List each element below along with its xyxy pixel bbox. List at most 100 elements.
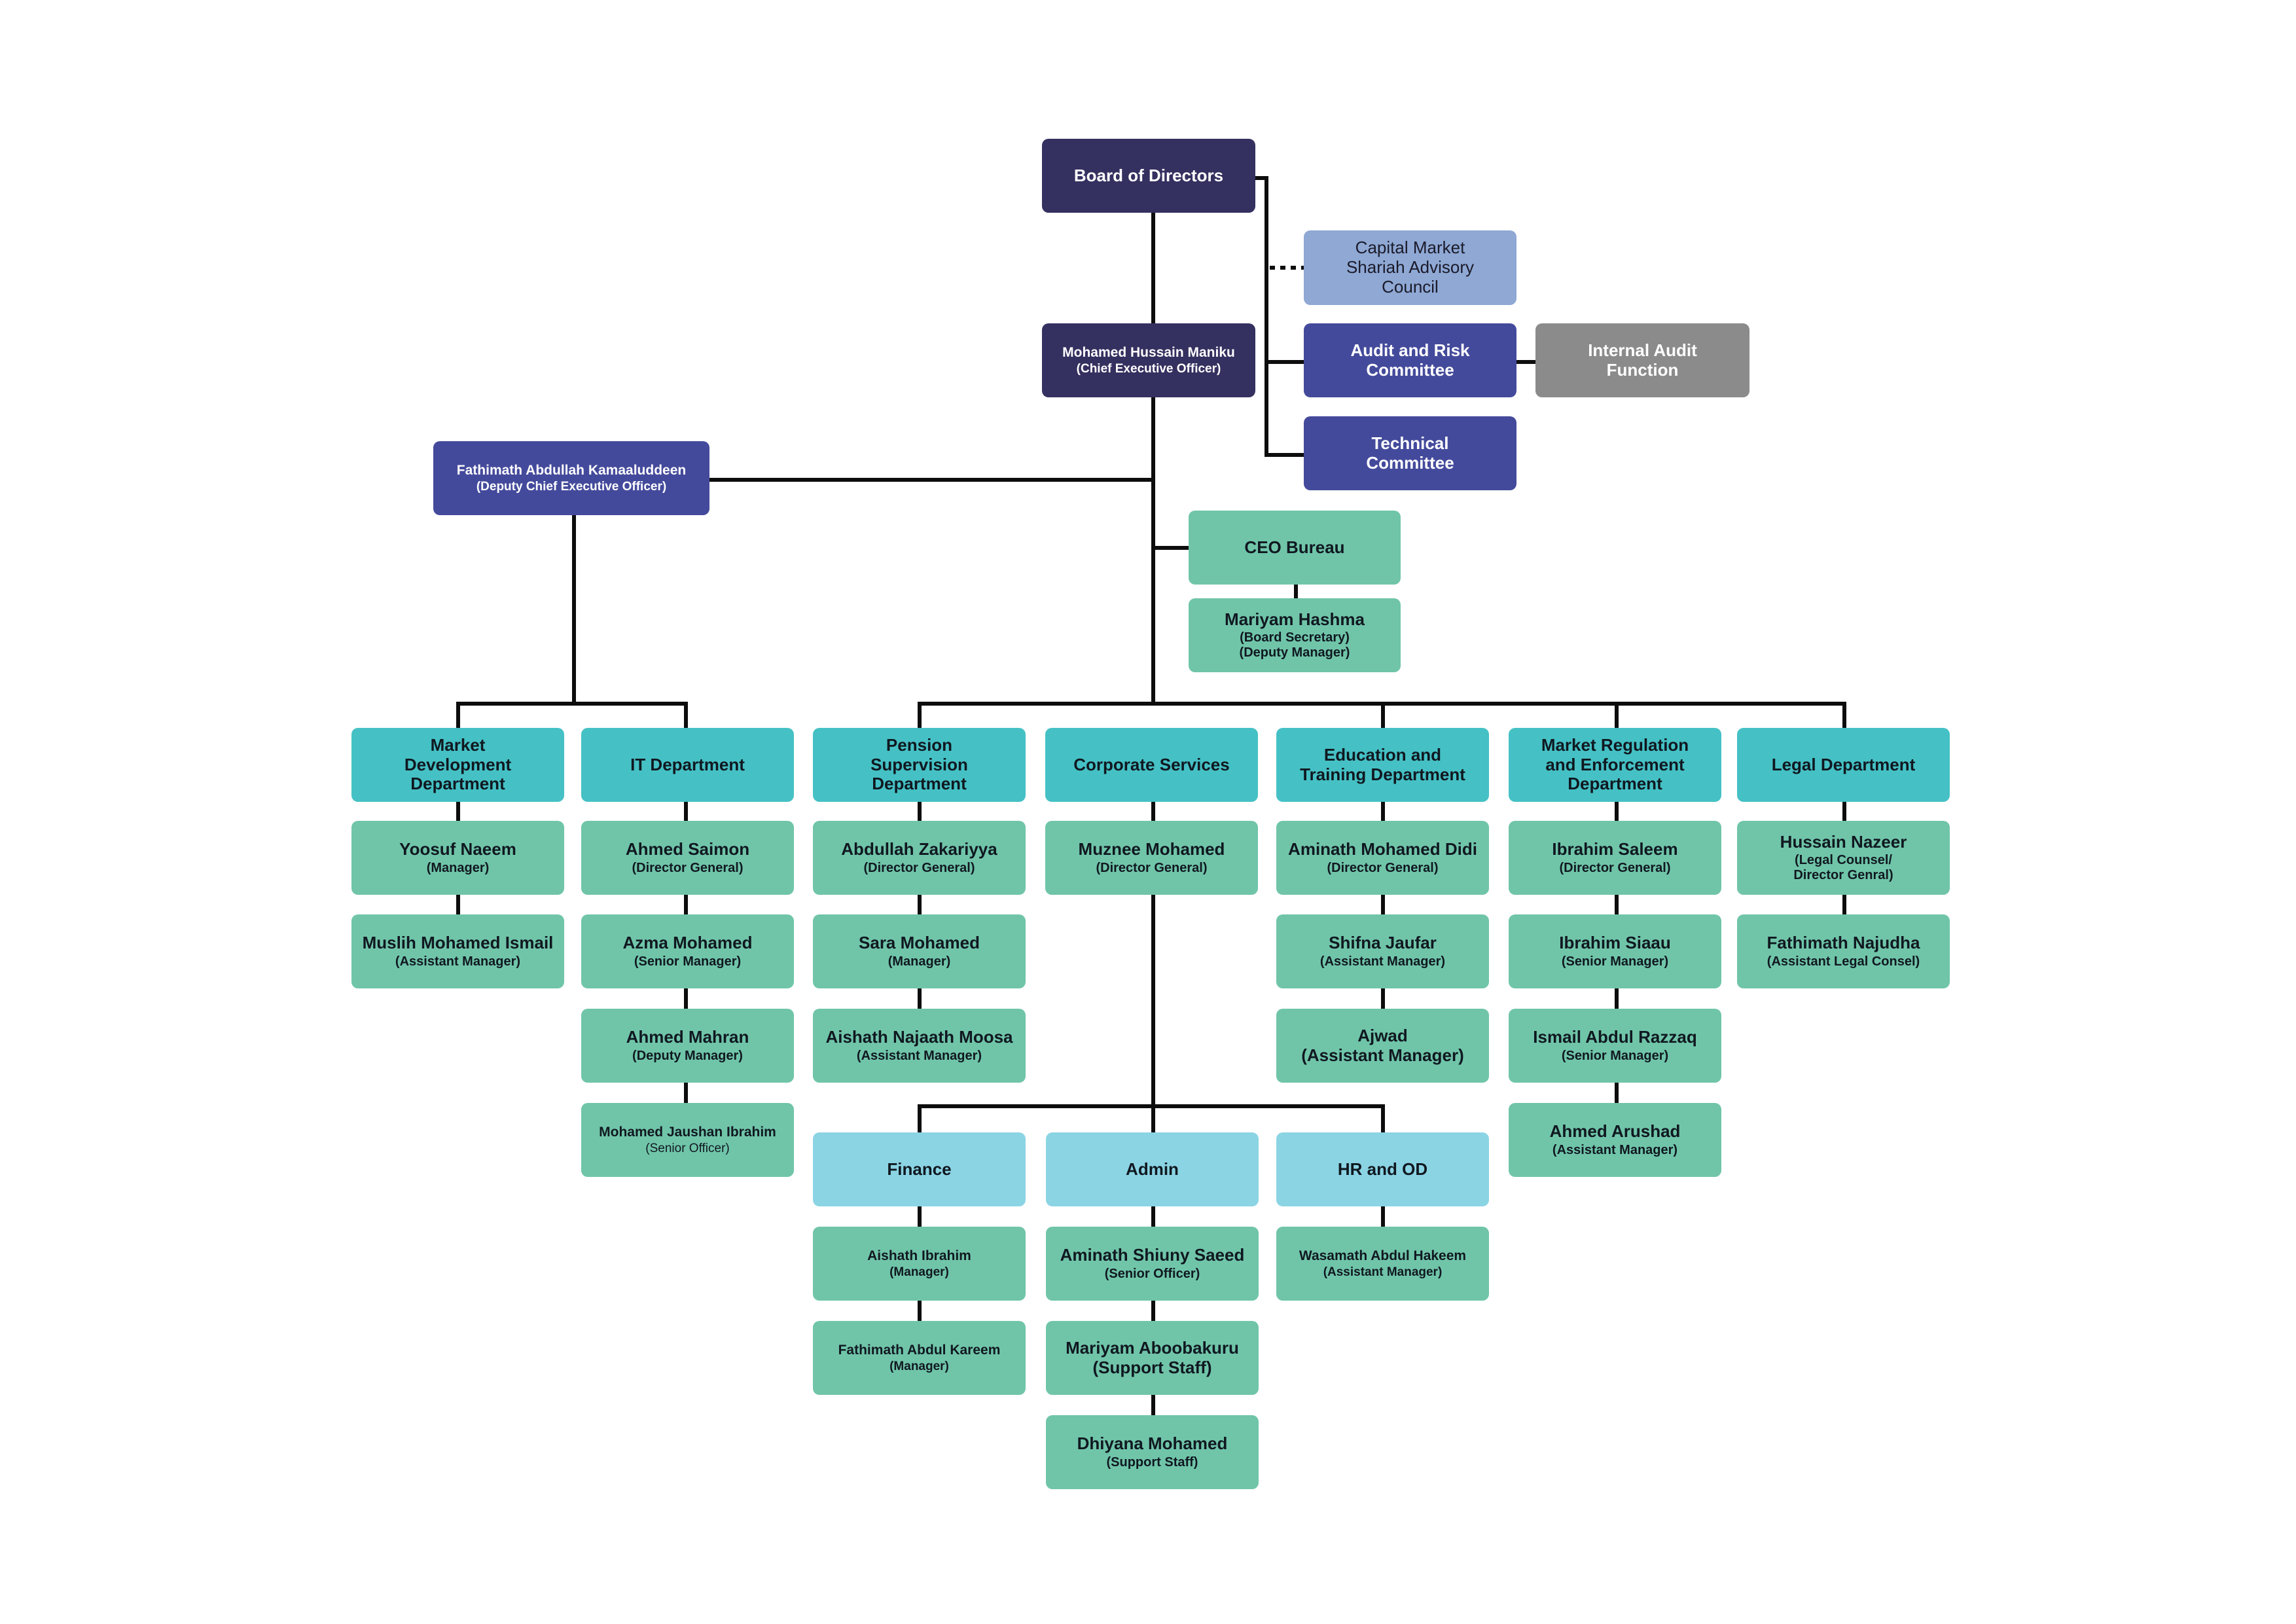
deputy-ceo-name: Fathimath Abdullah Kamaaluddeen [456, 462, 687, 478]
staff-name: Ibrahim Saleem [1552, 839, 1678, 859]
department-title: Education and Training Department [1300, 744, 1465, 784]
staff-role: (Manager) [426, 860, 490, 875]
staff-name: Ahmed Mahran [626, 1027, 749, 1047]
staff-name: Fathimath Abdul Kareem [838, 1342, 1001, 1358]
staff-role: (Senior Officer) [1104, 1266, 1200, 1281]
internal-audit-node: Internal Audit Function [1535, 323, 1749, 397]
staff-role: (Deputy Manager) [632, 1048, 743, 1063]
staff-card: Ahmed Arushad (Assistant Manager) [1509, 1103, 1721, 1177]
staff-card: Ahmed Mahran (Deputy Manager) [581, 1009, 794, 1083]
staff-role: (Assistant Manager) [856, 1048, 982, 1063]
staff-role: (Assistant Manager) [1552, 1142, 1678, 1157]
staff-card: Ajwad (Assistant Manager) [1276, 1009, 1489, 1083]
staff-role: (Assistant Legal Consel) [1767, 954, 1920, 969]
staff-card: Ibrahim Saleem (Director General) [1509, 821, 1721, 895]
technical-title: Technical Committee [1366, 433, 1454, 473]
department-it: IT Department [581, 728, 794, 802]
technical-committee-node: Technical Committee [1304, 416, 1516, 490]
staff-role: (Director General) [1096, 860, 1208, 875]
unit-finance: Finance [813, 1132, 1026, 1206]
staff-role: (Director General) [1559, 860, 1671, 875]
staff-card: Fathimath Abdul Kareem (Manager) [813, 1321, 1026, 1395]
audit-risk-title: Audit and Risk Committee [1350, 340, 1470, 380]
staff-role: (Assistant Manager) [1323, 1265, 1443, 1279]
ceo-bureau-staff-name: Mariyam Hashma [1225, 609, 1365, 629]
staff-role: (Director General) [863, 860, 975, 875]
ceo-bureau-staff-node: Mariyam Hashma (Board Secretary) (Deputy… [1189, 598, 1401, 672]
staff-card: Wasamath Abdul Hakeem (Assistant Manager… [1276, 1227, 1489, 1301]
board-of-directors-node: Board of Directors [1042, 139, 1255, 213]
staff-card: Aminath Mohamed Didi (Director General) [1276, 821, 1489, 895]
department-title: Market Development Department [404, 734, 512, 794]
staff-role: (Support Staff) [1092, 1357, 1212, 1377]
staff-name: Dhiyana Mohamed [1077, 1434, 1228, 1454]
staff-role: (Senior Manager) [634, 954, 742, 969]
staff-name: Yoosuf Naeem [399, 839, 516, 859]
shariah-council-node: Capital Market Shariah Advisory Council [1304, 230, 1516, 305]
staff-role: (Support Staff) [1106, 1454, 1198, 1470]
staff-card: Ibrahim Siaau (Senior Manager) [1509, 914, 1721, 988]
staff-name: Shifna Jaufar [1329, 933, 1437, 953]
department-pension-supervision: Pension Supervision Department [813, 728, 1026, 802]
staff-name: Mariyam Aboobakuru [1066, 1337, 1239, 1358]
deputy-ceo-node: Fathimath Abdullah Kamaaluddeen (Deputy … [433, 441, 709, 515]
staff-name: Aishath Najaath Moosa [825, 1027, 1013, 1047]
ceo-node: Mohamed Hussain Maniku (Chief Executive … [1042, 323, 1255, 397]
staff-role: (Assistant Manager) [1319, 954, 1446, 969]
staff-name: Sara Mohamed [859, 933, 980, 953]
unit-title: Finance [887, 1159, 952, 1179]
staff-card: Ismail Abdul Razzaq (Senior Manager) [1509, 1009, 1721, 1083]
staff-card: Shifna Jaufar (Assistant Manager) [1276, 914, 1489, 988]
staff-role: (Director General) [632, 860, 744, 875]
staff-role: (Manager) [889, 1265, 949, 1279]
staff-name: Ajwad [1357, 1025, 1408, 1045]
staff-card: Sara Mohamed (Manager) [813, 914, 1026, 988]
staff-card: Abdullah Zakariyya (Director General) [813, 821, 1026, 895]
unit-title: Admin [1126, 1159, 1179, 1179]
staff-role: (Assistant Manager) [395, 954, 521, 969]
staff-card: Azma Mohamed (Senior Manager) [581, 914, 794, 988]
staff-name: Mohamed Jaushan Ibrahim [599, 1124, 776, 1140]
staff-card: Hussain Nazeer (Legal Counsel/ Director … [1737, 821, 1950, 895]
staff-card: Mariyam Aboobakuru (Support Staff) [1046, 1321, 1259, 1395]
ceo-bureau-title: CEO Bureau [1244, 537, 1345, 557]
staff-name: Aminath Shiuny Saeed [1060, 1245, 1245, 1265]
staff-card: Fathimath Najudha (Assistant Legal Conse… [1737, 914, 1950, 988]
staff-card: Aishath Najaath Moosa (Assistant Manager… [813, 1009, 1026, 1083]
staff-name: Ahmed Saimon [625, 839, 750, 859]
ceo-bureau-staff-role: (Board Secretary) (Deputy Manager) [1239, 630, 1350, 660]
staff-role: (Manager) [888, 954, 951, 969]
audit-risk-committee-node: Audit and Risk Committee [1304, 323, 1516, 397]
department-title: Pension Supervision Department [870, 734, 968, 794]
department-legal: Legal Department [1737, 728, 1950, 802]
shariah-title: Capital Market Shariah Advisory Council [1346, 238, 1475, 297]
staff-name: Wasamath Abdul Hakeem [1299, 1248, 1467, 1263]
department-title: Corporate Services [1073, 754, 1230, 774]
staff-role: (Manager) [889, 1359, 949, 1373]
staff-name: Hussain Nazeer [1780, 831, 1907, 852]
deputy-ceo-role: (Deputy Chief Executive Officer) [476, 479, 667, 494]
department-title: Market Regulation and Enforcement Depart… [1541, 734, 1689, 794]
board-title: Board of Directors [1073, 165, 1224, 185]
staff-card: Yoosuf Naeem (Manager) [351, 821, 564, 895]
staff-name: Azma Mohamed [622, 933, 753, 953]
staff-card: Muslih Mohamed Ismail (Assistant Manager… [351, 914, 564, 988]
staff-role: (Senior Manager) [1561, 1048, 1669, 1063]
department-market-development: Market Development Department [351, 728, 564, 802]
staff-role: (Assistant Manager) [1301, 1045, 1464, 1065]
department-market-regulation: Market Regulation and Enforcement Depart… [1509, 728, 1721, 802]
staff-card: Aminath Shiuny Saeed (Senior Officer) [1046, 1227, 1259, 1301]
staff-role: (Senior Officer) [645, 1141, 730, 1155]
staff-name: Ahmed Arushad [1549, 1121, 1681, 1142]
department-corporate-services: Corporate Services [1045, 728, 1258, 802]
staff-name: Aishath Ibrahim [867, 1248, 971, 1263]
staff-name: Ismail Abdul Razzaq [1533, 1027, 1697, 1047]
staff-role: (Legal Counsel/ Director Genral) [1793, 853, 1893, 883]
department-title: IT Department [630, 754, 745, 774]
staff-card: Muznee Mohamed (Director General) [1045, 821, 1258, 895]
staff-card: Mohamed Jaushan Ibrahim (Senior Officer) [581, 1103, 794, 1177]
ceo-name: Mohamed Hussain Maniku [1062, 344, 1235, 360]
unit-admin: Admin [1046, 1132, 1259, 1206]
ceo-bureau-node: CEO Bureau [1189, 511, 1401, 585]
